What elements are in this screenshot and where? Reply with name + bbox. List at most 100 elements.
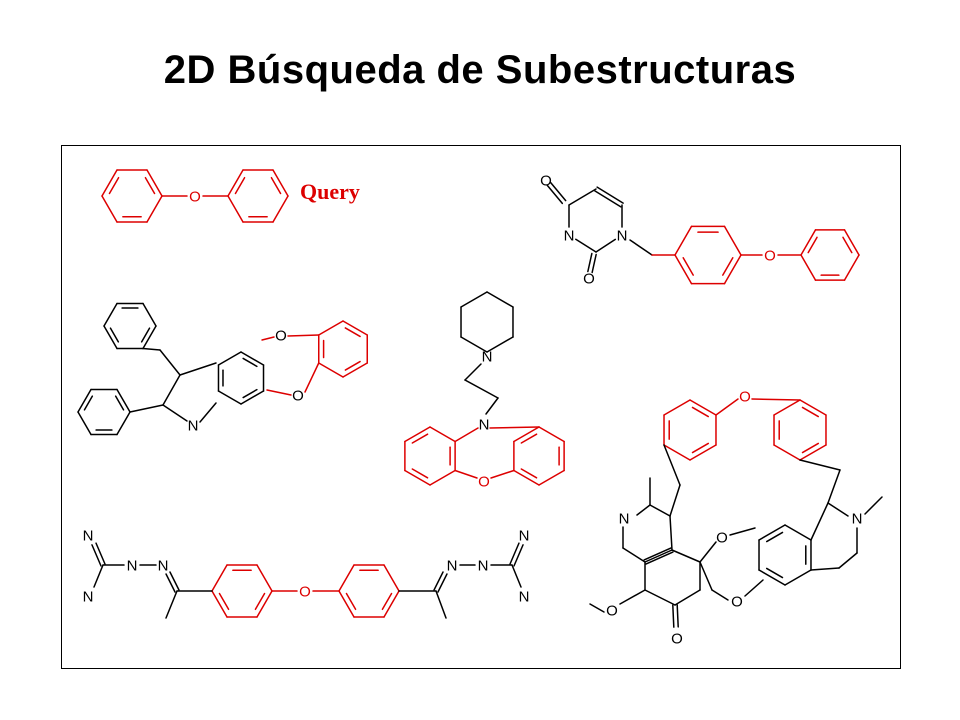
bond (549, 181, 567, 202)
atom-label: O (764, 248, 776, 265)
bond (162, 404, 188, 422)
bond (165, 573, 176, 593)
bond (711, 589, 729, 601)
bond (715, 398, 739, 416)
atom-label: O (583, 271, 595, 288)
bond (827, 502, 849, 517)
bond (142, 347, 161, 351)
bond (454, 427, 479, 443)
bond (142, 302, 157, 327)
atom-label: N (83, 589, 94, 606)
bond (91, 544, 102, 567)
bond (429, 426, 456, 443)
bond (218, 592, 230, 611)
bond (575, 238, 597, 253)
bond (114, 395, 125, 411)
bond (437, 573, 448, 593)
bond (645, 551, 674, 565)
bond (404, 426, 431, 443)
bond (800, 254, 817, 281)
bond (485, 397, 499, 415)
bond (344, 327, 361, 338)
bond (723, 254, 742, 285)
bond (729, 527, 756, 536)
bond (93, 564, 104, 588)
bond (165, 590, 178, 619)
bond (146, 169, 163, 197)
bond (101, 195, 118, 223)
bond (254, 592, 266, 611)
bond (179, 362, 217, 376)
bond (644, 589, 676, 606)
bond (671, 549, 701, 563)
molecule-phenoxazine: N N O (404, 291, 565, 491)
bond (169, 571, 180, 591)
atom-label: N (479, 417, 490, 434)
bond (520, 433, 538, 444)
bond (751, 398, 801, 401)
bond (513, 469, 540, 486)
bond (464, 379, 499, 399)
bond (211, 564, 228, 592)
bond (318, 320, 344, 336)
bond (674, 254, 693, 285)
bond (454, 469, 478, 479)
atom-label: O (189, 189, 201, 206)
atom-label: N (852, 511, 863, 528)
bond (486, 291, 514, 308)
bond (129, 404, 164, 413)
atom-label: N (127, 558, 138, 575)
query-label: Query (300, 179, 360, 204)
bond (691, 442, 710, 454)
bond (676, 604, 679, 628)
bond (622, 547, 646, 563)
bond (460, 291, 488, 308)
bond (345, 592, 357, 611)
atom-label: O (478, 474, 490, 491)
bond (460, 336, 488, 353)
bond (513, 544, 524, 567)
bond (513, 426, 540, 443)
bond (765, 531, 784, 543)
bond (304, 362, 320, 393)
bond (589, 603, 605, 613)
atom-label: N (482, 349, 493, 366)
bond (864, 496, 883, 515)
bond (140, 327, 151, 343)
bond (629, 239, 653, 256)
bond (843, 254, 860, 281)
bond (649, 504, 671, 517)
bond (435, 590, 447, 619)
bond (108, 176, 120, 195)
bond (827, 469, 841, 504)
atom-label: N (519, 589, 530, 606)
bond (234, 176, 246, 195)
bond (344, 360, 361, 371)
bond (272, 169, 289, 197)
bond (227, 195, 244, 223)
bond (669, 484, 681, 517)
page-title: 2D Búsqueda de Subestructuras (163, 48, 797, 92)
bond (83, 395, 94, 411)
bond (490, 469, 515, 479)
bond (101, 169, 118, 197)
atom-label: O (731, 594, 743, 611)
bond (342, 320, 368, 336)
bond (381, 592, 393, 611)
bond (636, 504, 651, 516)
bond (674, 225, 693, 256)
atom-label: O (671, 631, 683, 648)
atom-label: O (716, 530, 728, 547)
atom-label: N (617, 228, 628, 245)
bond (404, 469, 431, 486)
bond (103, 302, 118, 327)
bond (116, 411, 131, 436)
bond (682, 256, 694, 276)
bond (383, 564, 400, 592)
bond (318, 362, 344, 378)
bond (159, 349, 181, 376)
molecule-indoline-dioxin: OON (77, 302, 368, 436)
